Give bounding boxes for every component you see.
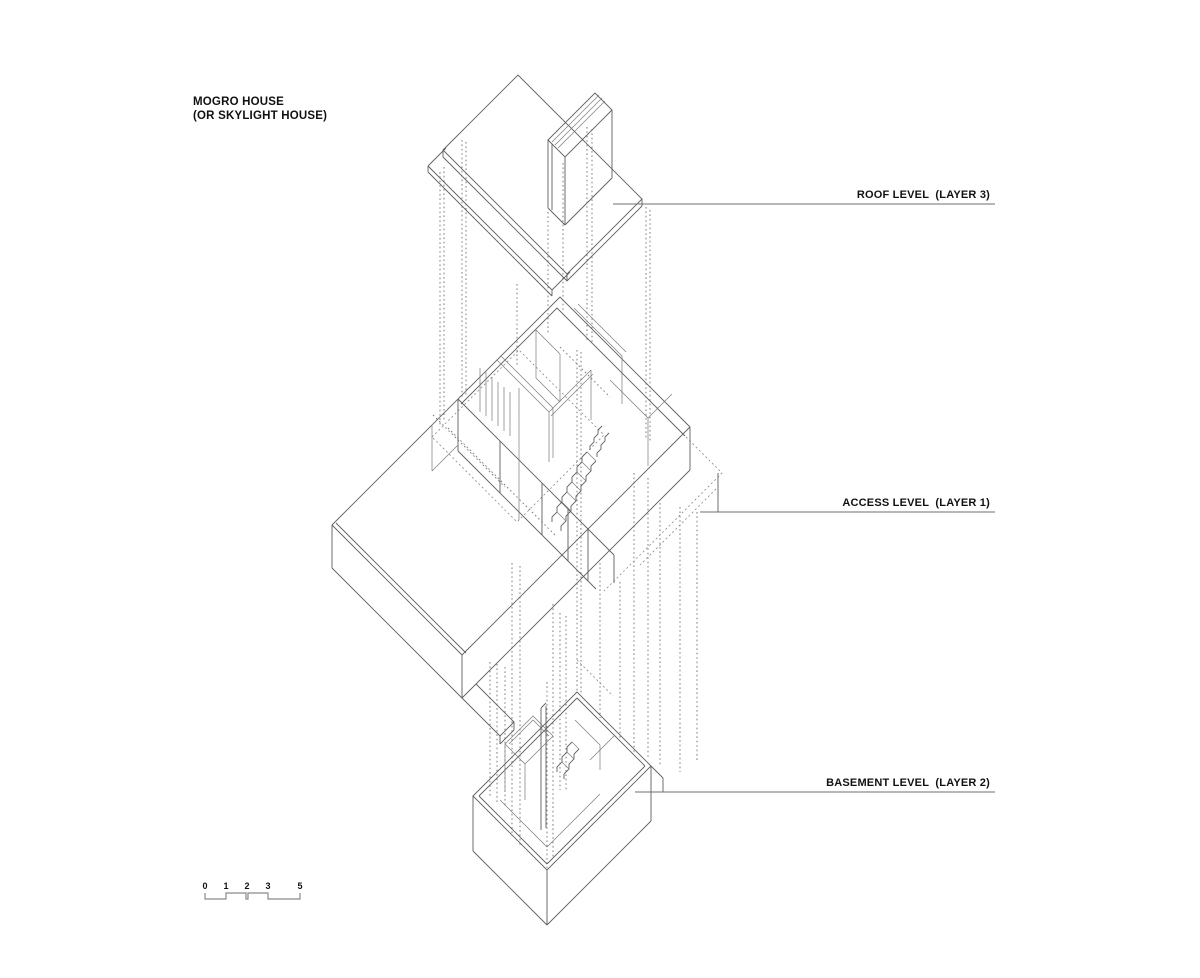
- skylight-box: [547, 92, 613, 226]
- scale-bar: 0 1 2 3 5: [202, 881, 303, 900]
- basement-level-drawing: [472, 691, 664, 926]
- scale-tick-2: 2: [244, 881, 249, 891]
- basement-stair: [556, 741, 580, 779]
- sheet-title-line1: MOGRO HOUSE: [193, 96, 284, 108]
- scale-tick-5: 5: [297, 881, 302, 891]
- skylight-glazing-lines: [551, 94, 606, 149]
- label-roof-level: ROOF LEVEL (LAYER 3): [857, 189, 990, 201]
- scale-bar-rule: [204, 892, 301, 900]
- projected-footprints: [431, 349, 723, 697]
- scale-tick-1: 1: [223, 881, 228, 891]
- projection-lines: [432, 127, 698, 868]
- roof-level-drawing: [427, 74, 643, 297]
- stair: [551, 425, 610, 531]
- sheet-title-line2: (OR SKYLIGHT HOUSE): [193, 110, 327, 122]
- scale-tick-0: 0: [202, 881, 207, 891]
- label-access-level: ACCESS LEVEL (LAYER 1): [842, 497, 990, 509]
- label-basement-level: BASEMENT LEVEL (LAYER 2): [826, 777, 990, 789]
- access-level-drawing: [331, 296, 719, 745]
- scale-tick-3: 3: [265, 881, 270, 891]
